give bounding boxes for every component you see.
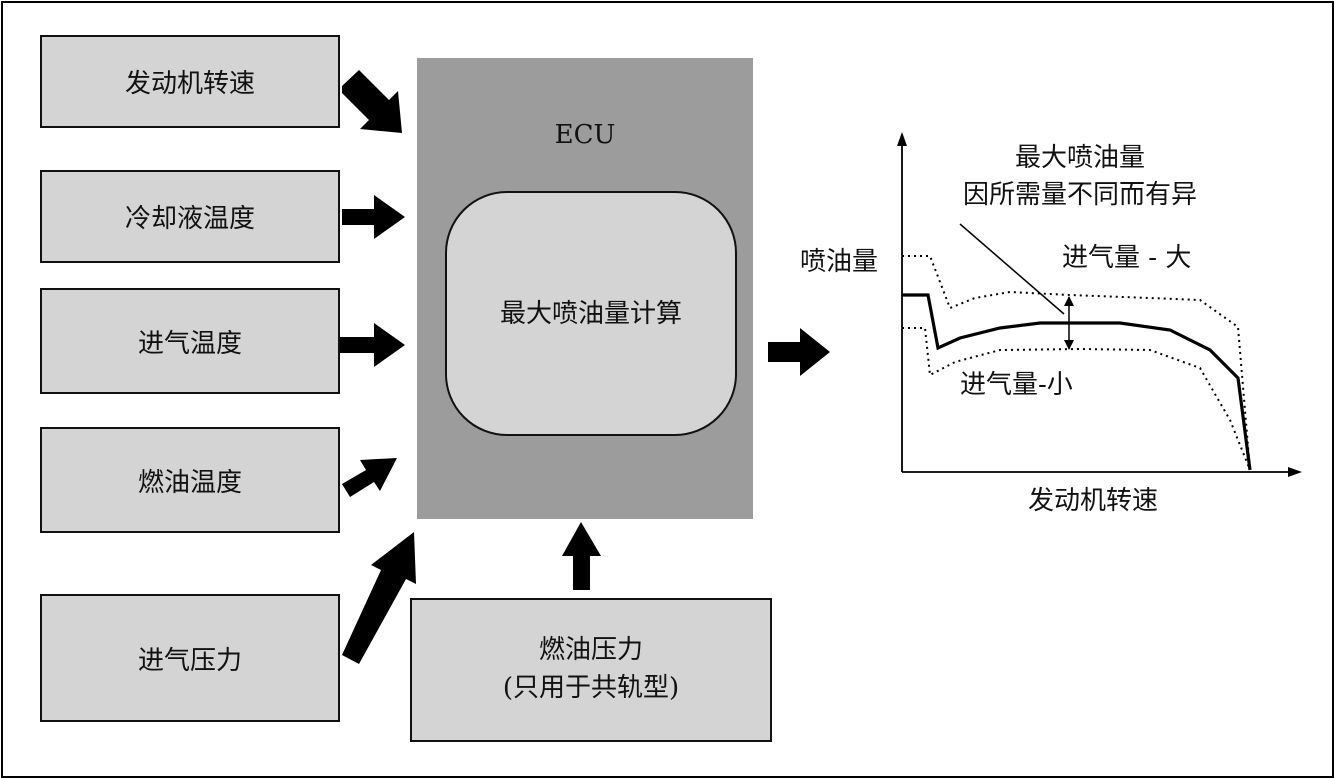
max-injection-calc-box: 最大喷油量计算 [445,191,737,436]
ecu-block: ECU 最大喷油量计算 [417,58,753,519]
arrow-engine-speed-to-ecu [342,70,402,133]
x-axis-arrowhead-icon [1288,467,1302,477]
upper-curve-label: 进气量 - 大 [1062,243,1191,273]
intake-pressure-input-box: 进气压力 [40,594,340,722]
curve-low-intake [902,327,1251,471]
y-axis-arrowhead-icon [897,132,907,146]
curve-high-intake [902,255,1251,471]
intake-pressure-label: 进气压力 [137,645,242,676]
annotation-line-2: 因所需量不同而有异 [963,180,1197,210]
arrow-intake-pressure-to-ecu [342,532,416,664]
annotation-line-1: 最大喷油量 [1015,143,1145,173]
arrow-fuel-temp-to-ecu [342,458,397,497]
graph-y-axis-label: 喷油量 [800,247,878,277]
intake-temp-label: 进气温度 [137,328,242,359]
arrow-coolant-to-ecu [342,195,405,239]
coolant-temp-label: 冷却液温度 [124,204,255,234]
lower-curve-label: 进气量-小 [960,370,1073,400]
intake-temp-input-box: 进气温度 [40,288,340,394]
annotation-leader-line [959,223,1065,315]
graph-x-axis-label: 发动机转速 [1028,486,1158,516]
fuel-pressure-input-box: 燃油压力 (只用于共轨型) [410,598,772,742]
arrow-fuel-pressure-to-ecu [562,522,601,590]
max-injection-calc-label: 最大喷油量计算 [499,299,682,329]
fuel-pressure-label: 燃油压力 [538,635,643,666]
fuel-temp-input-box: 燃油温度 [40,427,340,533]
fuel-temp-label: 燃油温度 [137,467,242,498]
ecu-label: ECU [554,120,616,150]
arrow-intake-temp-to-ecu [340,323,405,367]
coolant-temp-input-box: 冷却液温度 [40,170,340,263]
engine-speed-input-box: 发动机转速 [40,35,340,128]
fuel-pressure-note: (只用于共轨型) [502,673,680,703]
engine-speed-label: 发动机转速 [124,69,255,99]
curve-max-injection [902,293,1252,471]
arrow-ecu-to-graph [768,328,830,376]
